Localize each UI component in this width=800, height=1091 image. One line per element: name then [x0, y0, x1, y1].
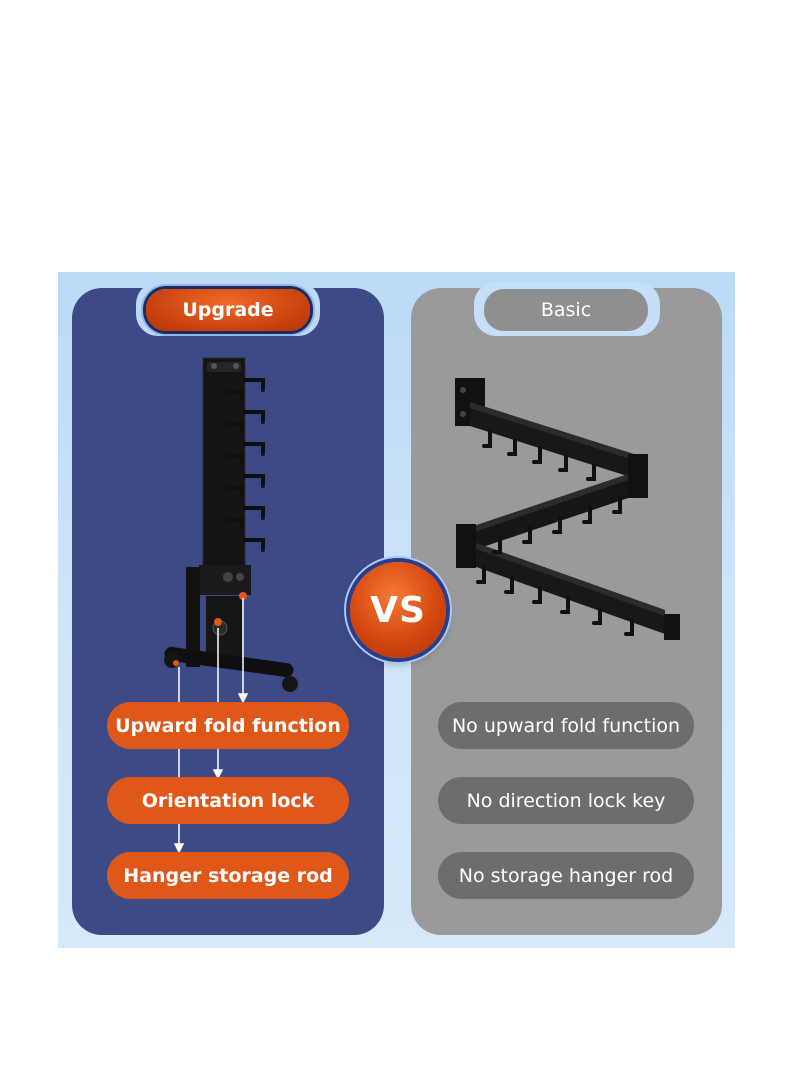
upgrade-feature-2: Orientation lock — [107, 777, 349, 824]
vs-badge: VS — [350, 562, 446, 658]
basic-feature-1: No upward fold function — [438, 702, 694, 749]
upgrade-feature-1: Upward fold function — [107, 702, 349, 749]
basic-feature-3: No storage hanger rod — [438, 852, 694, 899]
basic-tab: Basic — [484, 289, 648, 331]
upgrade-feature-3: Hanger storage rod — [107, 852, 349, 899]
upgrade-rack-image — [164, 357, 298, 692]
basic-rack-image — [455, 378, 680, 640]
upgrade-tab: Upgrade — [146, 289, 310, 331]
basic-feature-2: No direction lock key — [438, 777, 694, 824]
